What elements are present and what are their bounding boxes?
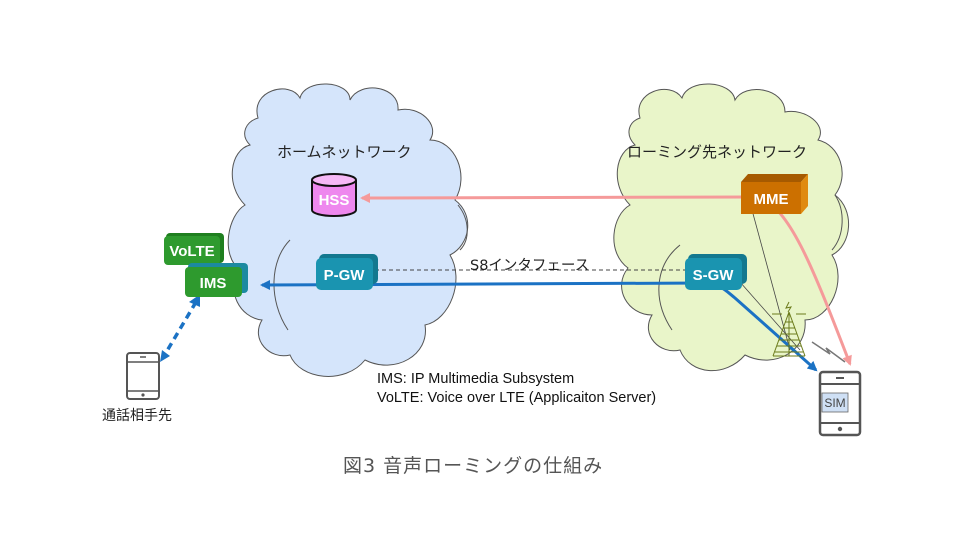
sim-card-icon xyxy=(821,392,849,413)
roaming-network-cloud xyxy=(613,83,849,371)
sgw-node[interactable]: S-GW xyxy=(685,254,747,290)
wireless-signal-icon xyxy=(811,341,846,363)
pgw-node[interactable]: P-GW xyxy=(316,254,378,290)
sgw-label: S-GW xyxy=(693,267,735,284)
home-network-cloud xyxy=(227,83,469,377)
hss-label: HSS xyxy=(319,192,350,209)
home-network-label: ホームネットワーク xyxy=(277,143,412,161)
mme-to-hss-arrow xyxy=(360,192,756,203)
ims-node[interactable]: IMS xyxy=(185,263,248,297)
hss-node[interactable]: HSS xyxy=(311,173,357,217)
ims-label: IMS xyxy=(200,275,227,292)
ims-peer-dashed-arrow xyxy=(160,295,200,362)
mme-label: MME xyxy=(754,191,789,208)
volte-label: VoLTE xyxy=(169,243,214,260)
mme-node[interactable]: MME xyxy=(741,174,808,214)
sgw-tower-link xyxy=(739,281,801,351)
volte-node[interactable]: VoLTE xyxy=(164,233,224,265)
figure-caption: 図3 音声ローミングの仕組み xyxy=(343,455,604,477)
peer-label: 通話相手先 xyxy=(102,408,172,424)
roaming-network-label: ローミング先ネットワーク xyxy=(627,143,808,161)
cell-tower-icon xyxy=(772,301,806,357)
legend-ims: IMS: IP Multimedia Subsystem xyxy=(377,371,575,387)
legend-volte: VoLTE: Voice over LTE (Applicaiton Serve… xyxy=(377,390,657,406)
roaming-phone-icon: SIM xyxy=(818,370,862,437)
pgw-label: P-GW xyxy=(324,267,366,284)
peer-phone-icon xyxy=(126,352,160,400)
sim-label: SIM xyxy=(824,396,845,410)
legend: IMS: IP Multimedia Subsystem VoLTE: Voic… xyxy=(377,370,656,408)
s8-interface-label: S8インタフェース xyxy=(470,258,590,274)
